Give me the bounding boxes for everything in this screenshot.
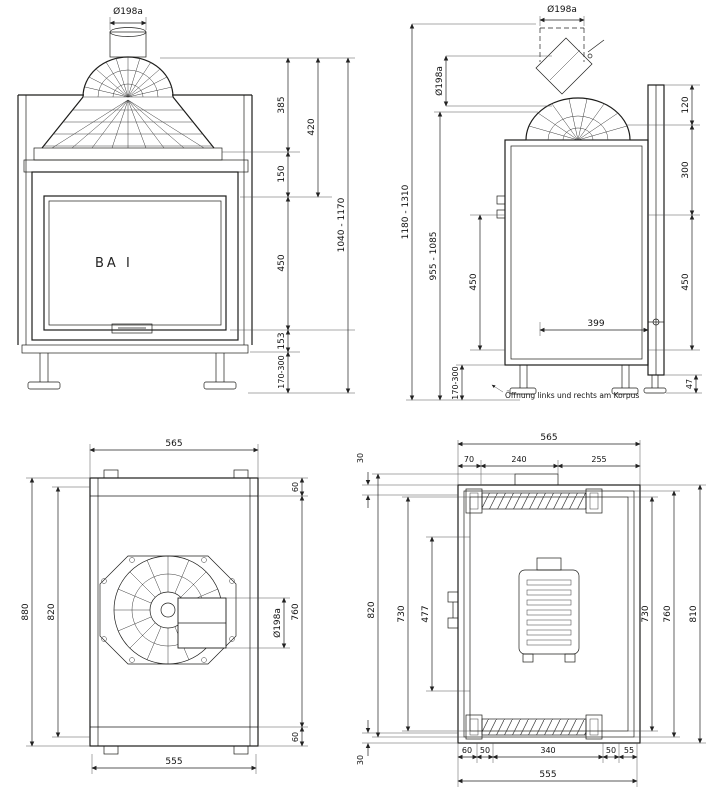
dim-front-450: 450 <box>277 254 287 271</box>
dim-side-flue-top: Ø198a <box>547 4 577 15</box>
top-structure <box>89 469 259 755</box>
front-view: BA I Ø198a <box>17 6 355 394</box>
corner-clamps <box>465 488 603 740</box>
hatch-strip-bottom <box>481 718 587 736</box>
dim-plan-477: 477 <box>421 605 431 622</box>
dim-plan-730-right: 730 <box>641 605 651 622</box>
dim-side-450-right: 450 <box>681 273 691 290</box>
plan-dimensions: 565 70 240 255 30 30 820 <box>356 433 706 787</box>
adjustable-feet <box>27 353 237 390</box>
dim-plan-555: 555 <box>539 770 556 780</box>
dim-front-153: 153 <box>277 332 287 349</box>
dim-front-150: 150 <box>277 165 287 182</box>
top-dimensions: 565 555 880 820 60 760 60 <box>21 439 308 774</box>
side-note: Öffnung links und rechts am Korpus <box>505 391 639 400</box>
dim-plan-30-top: 30 <box>356 453 365 463</box>
dim-plan-760: 760 <box>663 605 673 622</box>
dim-side-47: 47 <box>685 379 694 389</box>
dim-front-420: 420 <box>307 118 317 135</box>
dim-top-555: 555 <box>165 757 182 767</box>
fan-scroll <box>99 555 237 665</box>
dim-plan-60: 60 <box>462 746 472 755</box>
dim-side-120: 120 <box>681 96 691 113</box>
flue-stub-angled <box>535 37 605 95</box>
dim-side-399: 399 <box>587 319 604 329</box>
dim-top-760: 760 <box>291 603 301 620</box>
dim-front-feet: 170-300 <box>277 355 286 388</box>
dim-top-flue-diameter: Ø198a <box>272 608 283 638</box>
dim-side-total-height: 1180 - 1310 <box>401 184 411 239</box>
flue-stub-vertical-dashed <box>539 27 585 62</box>
dim-side-450-left: 450 <box>469 273 479 290</box>
front-structure: BA I <box>17 27 253 390</box>
dim-side-300: 300 <box>681 161 691 178</box>
dim-plan-820: 820 <box>367 601 377 618</box>
plan-view: 565 70 240 255 30 30 820 <box>356 433 706 787</box>
dim-plan-340: 340 <box>540 746 555 755</box>
front-dimensions: Ø198a 385 150 450 153 170-300 420 1040 -… <box>109 6 355 394</box>
dim-plan-70: 70 <box>464 455 474 464</box>
dim-plan-565: 565 <box>540 433 557 443</box>
dome <box>82 56 174 98</box>
dim-side-body-height: 955 - 1085 <box>429 231 439 280</box>
dim-plan-50-left: 50 <box>480 746 490 755</box>
side-view: Ø198a Ø198a 120 300 450 <box>401 4 702 401</box>
top-view: 565 555 880 820 60 760 60 <box>21 439 308 774</box>
plan-structure <box>447 473 641 744</box>
side-structure <box>496 27 667 395</box>
dim-front-total-height: 1040 - 1170 <box>337 197 347 252</box>
door-handle <box>111 323 153 334</box>
top-tab <box>514 473 559 486</box>
flue-collar-icon <box>109 27 147 58</box>
door: BA I <box>31 171 239 341</box>
dim-plan-55: 55 <box>624 746 634 755</box>
dim-side-flue-side: Ø198a <box>434 66 445 96</box>
dome-side <box>525 97 631 141</box>
dim-plan-240: 240 <box>511 455 526 464</box>
dim-plan-30-bottom: 30 <box>356 755 365 765</box>
latch-detail <box>652 318 660 326</box>
dim-top-880: 880 <box>21 603 31 620</box>
dim-front-flue-diameter: Ø198a <box>113 6 143 17</box>
dim-top-565: 565 <box>165 439 182 449</box>
dim-plan-255: 255 <box>591 455 606 464</box>
dim-plan-50-right: 50 <box>606 746 616 755</box>
handle-bracket <box>447 591 459 629</box>
grille <box>518 557 580 663</box>
product-label: BA I <box>95 256 133 271</box>
dim-side-feet: 170-300 <box>451 366 460 399</box>
dim-front-385: 385 <box>277 96 287 113</box>
dim-top-60-bottom: 60 <box>291 732 300 742</box>
plinth <box>21 344 249 354</box>
side-dimensions: Ø198a Ø198a 120 300 450 <box>401 4 702 401</box>
dim-top-820: 820 <box>47 603 57 620</box>
dim-plan-810: 810 <box>689 605 699 622</box>
side-handle <box>496 195 506 205</box>
dim-plan-730-left: 730 <box>397 605 407 622</box>
dim-top-60-top: 60 <box>291 482 300 492</box>
side-feet <box>509 365 667 395</box>
hood <box>23 96 249 173</box>
hatch-strip-top <box>481 492 587 510</box>
